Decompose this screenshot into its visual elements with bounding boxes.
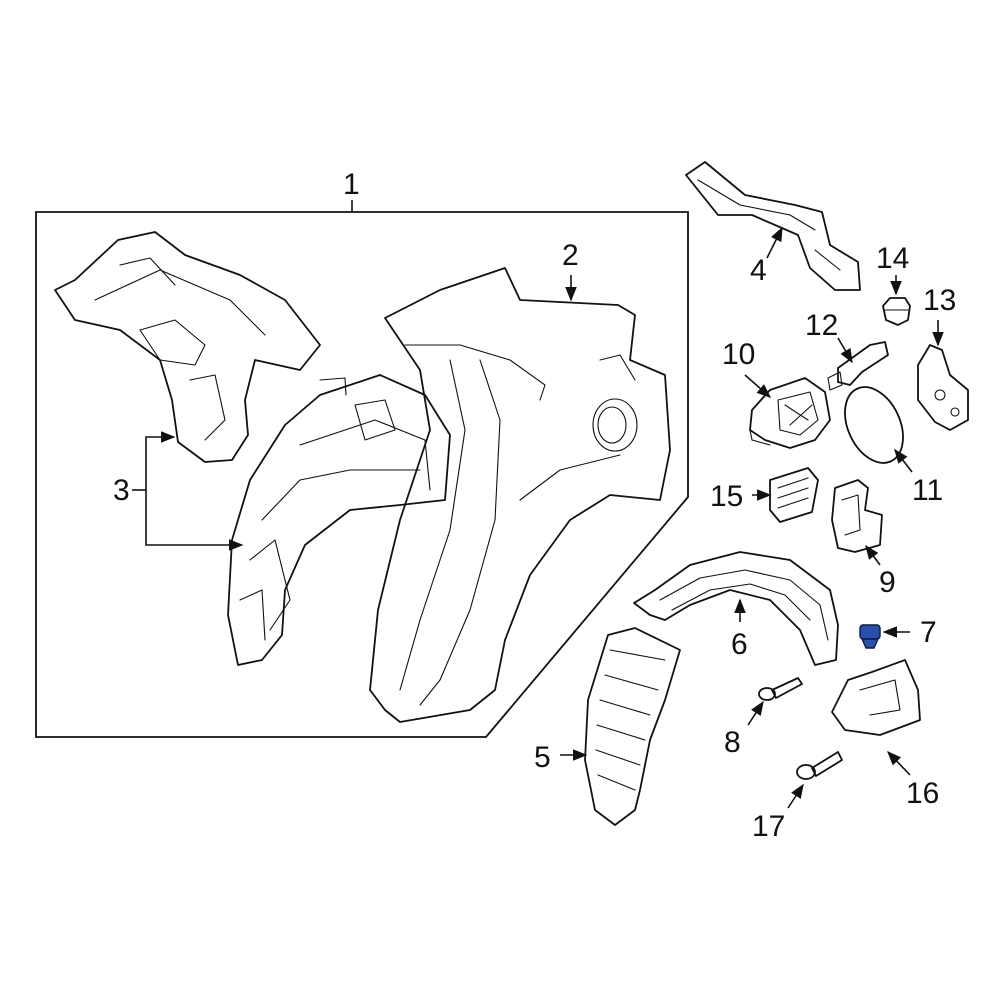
part-3-wheelhouse-inner <box>227 374 451 666</box>
part-4-bracket <box>685 161 861 291</box>
leader-16 <box>887 750 911 776</box>
part-11-fuel-door <box>844 386 904 464</box>
callout-9: 9 <box>879 566 896 599</box>
callout-6: 6 <box>731 628 748 661</box>
callout-12: 12 <box>805 309 838 342</box>
leader-9 <box>865 544 881 566</box>
callout-7: 7 <box>920 616 937 649</box>
leader-12 <box>837 337 853 364</box>
leader-10 <box>744 374 772 398</box>
part-17-screw <box>796 751 843 780</box>
part-8-screw <box>758 677 803 701</box>
part-14-nut <box>882 297 911 326</box>
leader-17 <box>787 783 804 809</box>
leader-3 <box>145 436 172 490</box>
callout-10: 10 <box>722 338 755 371</box>
part-7-clip-highlighted <box>859 624 881 649</box>
callout-4: 4 <box>750 254 767 287</box>
callout-15: 15 <box>710 480 743 513</box>
part-9-bracket <box>831 479 883 553</box>
part-2-quarter-panel <box>369 267 671 723</box>
assembly-frame <box>35 211 689 738</box>
callout-5: 5 <box>534 741 551 774</box>
callout-8: 8 <box>724 726 741 759</box>
part-3-upper-panel <box>54 231 321 463</box>
callout-1: 1 <box>343 168 360 201</box>
part-13-bracket <box>917 344 969 431</box>
callout-16: 16 <box>906 777 939 810</box>
part-6-wheel-liner <box>633 551 839 666</box>
part-12-hinge <box>827 341 889 391</box>
callout-13: 13 <box>923 284 956 317</box>
part-16-mud-flap <box>831 659 921 736</box>
callout-3: 3 <box>113 474 130 507</box>
leader-11 <box>894 448 913 473</box>
callout-17: 17 <box>752 810 785 843</box>
callout-11: 11 <box>912 474 943 507</box>
callout-2: 2 <box>562 239 579 272</box>
leader-8 <box>747 700 764 726</box>
part-5-splash-shield <box>584 627 681 826</box>
part-10-filler-housing <box>749 377 831 449</box>
part-15-vent <box>769 467 819 523</box>
callout-14: 14 <box>876 242 909 275</box>
leader-4 <box>766 226 783 259</box>
